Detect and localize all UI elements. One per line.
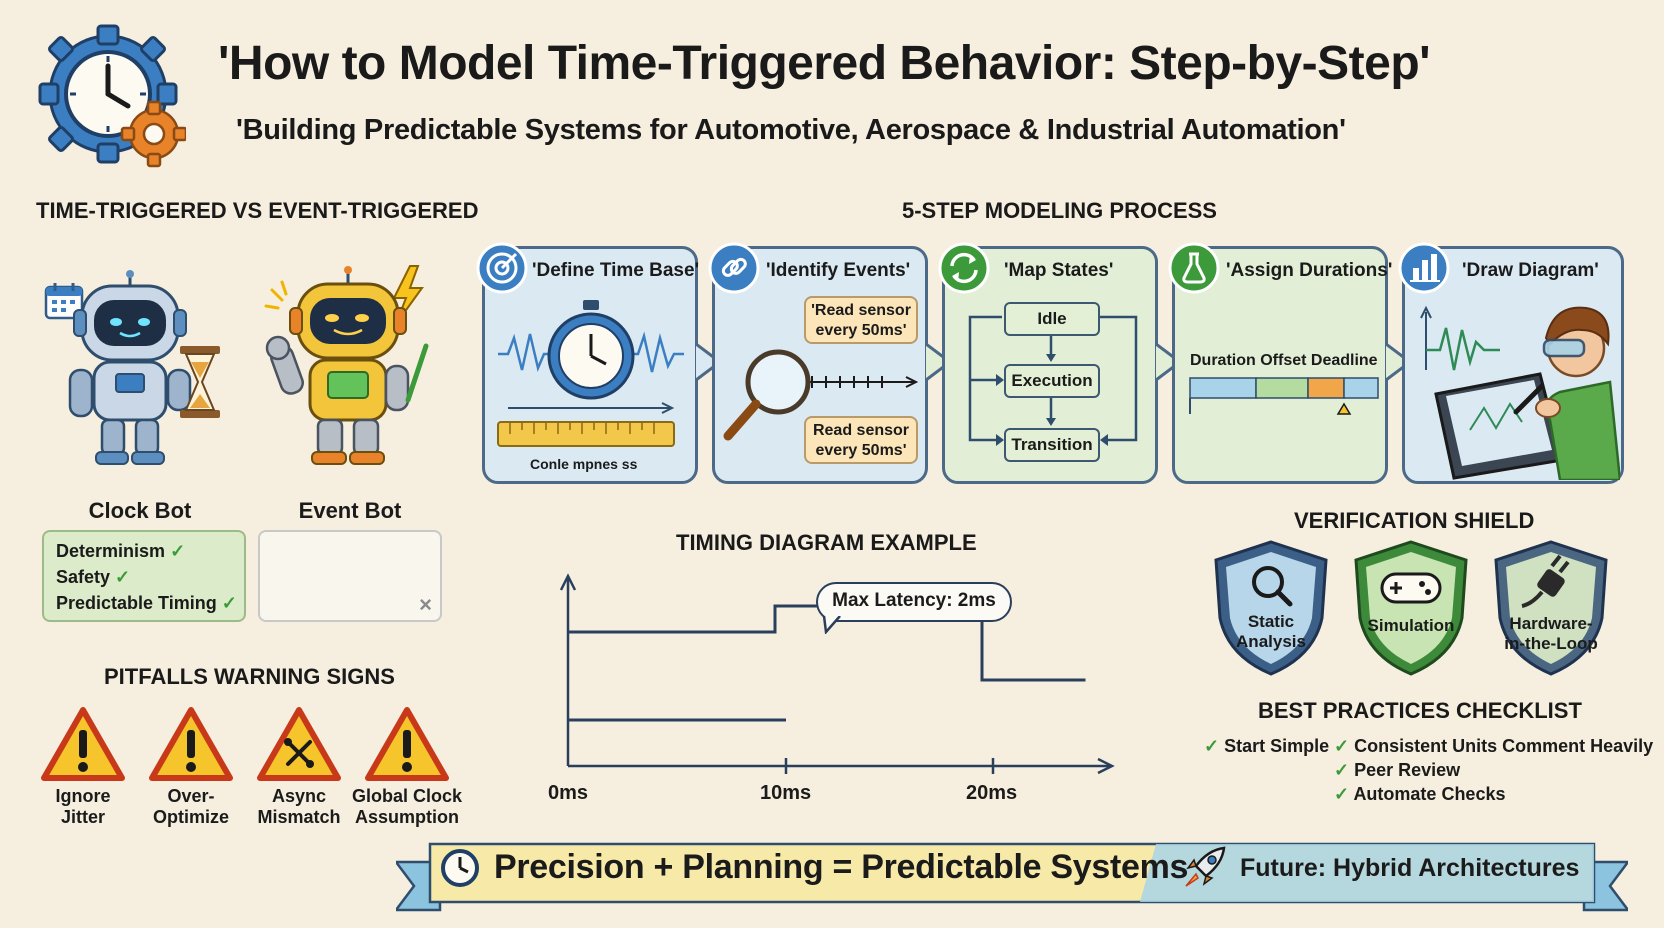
chart-icon — [1398, 242, 1450, 294]
check-icon: ✓ — [1334, 736, 1350, 756]
warning-icon — [41, 707, 125, 781]
banner-ribbon — [396, 842, 1628, 912]
warning-icon — [149, 707, 233, 781]
verification-heading: VERIFICATION SHIELD — [1294, 508, 1535, 533]
x-tick-label: 0ms — [548, 782, 589, 804]
async-mismatch-warning-icon — [257, 707, 341, 781]
best-practices-heading: BEST PRACTICES CHECKLIST — [1258, 698, 1582, 723]
clock-bot-benefits-box: Determinism ✓ Safety ✓ Predictable Timin… — [42, 530, 246, 622]
shield-label: Simulation — [1367, 616, 1455, 635]
check-icon: ✓ — [115, 567, 131, 587]
warning-icon — [365, 707, 449, 781]
state-flow-arrows — [968, 315, 1138, 446]
check-icon: ✓ — [1204, 736, 1220, 756]
step-title: 'Identify Events' — [766, 260, 911, 281]
rocket-icon — [1185, 846, 1226, 887]
checklist-item: ✓ Consistent Units Comment Heavily — [1334, 736, 1654, 756]
page-subtitle: 'Building Predictable Systems for Automo… — [236, 114, 1346, 146]
callout-text: Max Latency: 2ms — [832, 590, 996, 611]
max-latency-callout: Max Latency: 2ms — [816, 582, 1012, 622]
x-tick-label: 20ms — [966, 782, 1018, 804]
x-tick-label: 10ms — [760, 782, 812, 804]
state-execution: Execution — [1004, 364, 1100, 398]
clock-gear-icon — [38, 24, 186, 168]
ruler-icon — [497, 402, 675, 447]
state-idle: Idle — [1004, 302, 1100, 336]
target-icon — [476, 242, 528, 294]
page-title: 'How to Model Time-Triggered Behavior: S… — [218, 37, 1431, 90]
check-icon: ✓ — [170, 541, 186, 561]
check-icon: ✓ — [1334, 784, 1350, 804]
banner-future-text: Future: Hybrid Architectures — [1240, 854, 1580, 882]
shield-static-analysis — [1214, 540, 1328, 676]
plug-icon — [1521, 554, 1570, 608]
shield-simulation — [1354, 540, 1468, 676]
checklist-item: ✓ Automate Checks — [1334, 784, 1506, 804]
timer-flask-icon — [1168, 242, 1220, 294]
duration-bar-label: Duration Offset Deadline — [1190, 352, 1378, 369]
state-transition: Transition — [1004, 428, 1100, 462]
close-x-icon: × — [419, 592, 432, 617]
stopwatch-icon — [498, 300, 684, 400]
hourglass-icon — [180, 346, 220, 418]
step-title: 'Assign Durations' — [1226, 260, 1393, 281]
process-heading: 5-STEP MODELING PROCESS — [902, 198, 1217, 223]
event-bubble-bottom: Read sensor every 50ms' — [804, 416, 918, 464]
clock-bot-robot — [68, 270, 220, 465]
comparison-heading: TIME-TRIGGERED VS EVENT-TRIGGERED — [36, 198, 479, 223]
callout-tail — [822, 616, 841, 634]
pitfalls-heading: PITFALLS WARNING SIGNS — [104, 664, 395, 689]
step-title: 'Define Time Base' — [532, 260, 700, 281]
banner-main-text: Precision + Planning = Predictable Syste… — [494, 848, 1189, 886]
duration-bar — [1189, 377, 1379, 415]
step-title: 'Map States' — [1004, 260, 1114, 281]
link-icon — [708, 242, 760, 294]
check-icon: ✓ — [221, 593, 237, 613]
event-bubble-top: 'Read sensor every 50ms' — [804, 296, 918, 344]
benefit-item: Safety ✓ — [56, 567, 131, 587]
engineer-drawing-illustration — [1420, 305, 1620, 480]
shield-hardware-in-the-loop — [1494, 540, 1608, 676]
event-bot-label: Event Bot — [298, 498, 402, 523]
clock-bot-label: Clock Bot — [88, 498, 192, 523]
timing-heading: TIMING DIAGRAM EXAMPLE — [676, 530, 977, 555]
refresh-icon — [938, 242, 990, 294]
check-icon: ✓ — [1334, 760, 1350, 780]
event-bot-benefits-box: × — [258, 530, 442, 622]
benefit-item: Predictable Timing ✓ — [56, 593, 237, 613]
ruler-caption: Conle mpnes ss — [530, 456, 638, 472]
clock-icon — [441, 849, 479, 887]
benefit-item: Determinism ✓ — [56, 541, 186, 561]
checklist-item: ✓ Start Simple — [1204, 736, 1330, 756]
calendar-icon — [44, 283, 84, 320]
checklist-item: ✓ Peer Review — [1334, 760, 1461, 780]
magnifier-timeline-icon — [723, 349, 919, 441]
shield-label: Hardware-in-the-Loop — [1504, 614, 1598, 653]
step-title: 'Draw Diagram' — [1462, 260, 1599, 281]
pitfall-label: Over-Optimize — [152, 786, 229, 827]
event-bot-robot — [264, 265, 429, 465]
